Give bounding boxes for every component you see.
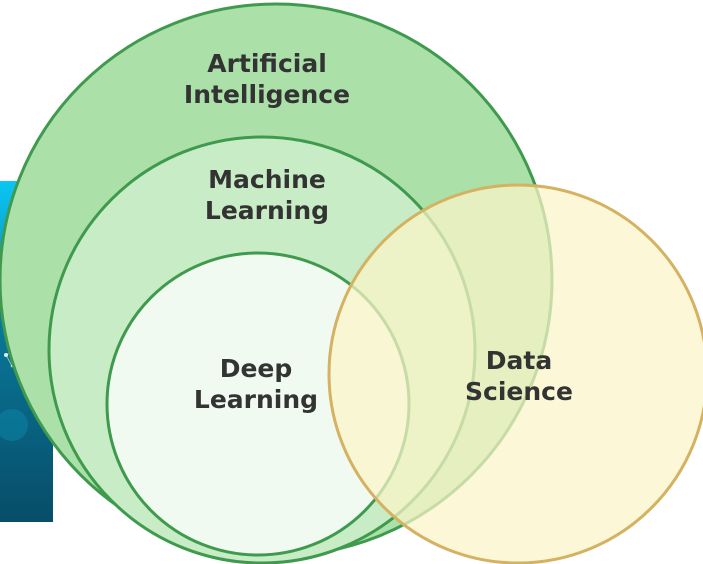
ds-circle <box>327 183 703 564</box>
ds-label-line2: Science <box>465 377 573 406</box>
ai-label-line1: Artificial <box>207 49 327 78</box>
ds-label-line1: Data <box>486 346 552 375</box>
ai-label-line2: Intelligence <box>184 80 350 109</box>
ml-label-line2: Learning <box>205 196 329 225</box>
ml-label-line1: Machine <box>208 165 326 194</box>
dl-label-line1: Deep <box>220 354 293 383</box>
dl-label-line2: Learning <box>194 385 318 414</box>
